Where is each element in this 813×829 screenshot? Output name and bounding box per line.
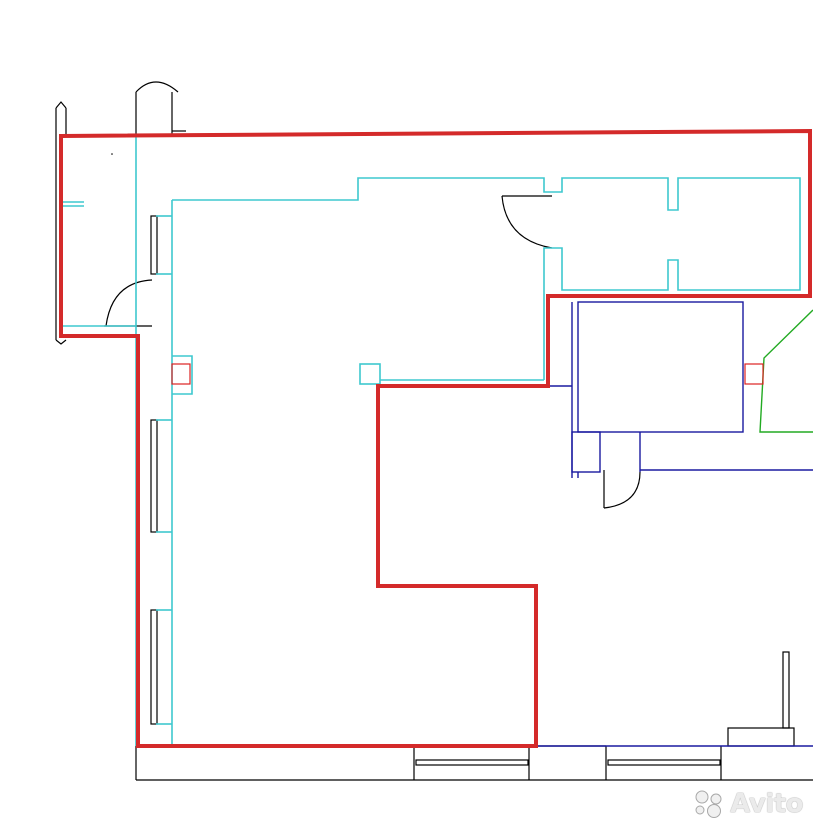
window-bottom-2 <box>607 759 721 766</box>
lower-door-swing <box>603 471 641 509</box>
window-left-1 <box>150 215 158 275</box>
column-marker-right <box>744 363 764 385</box>
interior-walls <box>62 134 801 746</box>
left-door-swing <box>105 279 153 327</box>
green-unit <box>759 309 813 433</box>
top-door-arc <box>135 81 179 93</box>
column-marker-left <box>171 363 191 385</box>
adjacent-unit <box>536 301 813 747</box>
avito-dots-icon <box>695 790 722 818</box>
window-bottom-1 <box>415 759 529 766</box>
watermark: Avito <box>692 789 803 819</box>
watermark-text: Avito <box>730 789 803 819</box>
window-left-3 <box>150 609 158 725</box>
window-left-2 <box>150 419 158 533</box>
top-right-door-swing <box>501 195 553 249</box>
unit-boundary <box>59 128 812 748</box>
black-outlines <box>55 81 813 781</box>
